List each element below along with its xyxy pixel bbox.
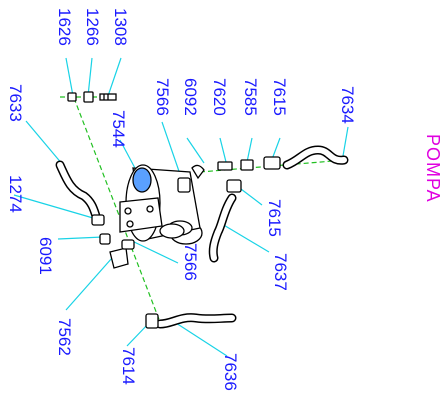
label-7614: 7614 (119, 347, 138, 385)
label-7615-right: 7615 (265, 199, 284, 237)
leader-7544 (119, 139, 137, 171)
leader-1274 (13, 194, 94, 219)
leader-7620 (219, 137, 227, 163)
leader-6091 (57, 236, 104, 240)
label-7636: 7636 (221, 353, 240, 391)
label-7544: 7544 (109, 110, 128, 148)
leader-7633 (25, 120, 64, 166)
label-7566-top: 7566 (153, 78, 172, 116)
leader-1308 (107, 57, 122, 97)
label-7634: 7634 (338, 86, 357, 124)
fitting-chain (177, 156, 281, 193)
label-7637: 7637 (271, 253, 290, 291)
label-1266: 1266 (83, 8, 102, 46)
label-7615-top: 7615 (270, 78, 289, 116)
pump-body (119, 164, 203, 245)
hose-7636-inner (157, 314, 235, 327)
label-7566-bottom: 7566 (181, 243, 200, 281)
leader-7585 (246, 137, 253, 163)
hose-7633-inner (57, 162, 99, 219)
leader-1266 (87, 57, 93, 97)
label-6091: 6091 (36, 237, 55, 275)
label-1626: 1626 (55, 8, 74, 46)
label-7585: 7585 (241, 78, 260, 116)
label-1274: 1274 (6, 175, 25, 213)
hose-7637-inner (210, 195, 235, 261)
label-7620: 7620 (210, 78, 229, 116)
diagram-title: POMPA (423, 134, 443, 203)
bolt-assembly (67, 91, 117, 103)
hose-7634-inner (284, 146, 347, 168)
label-7633: 7633 (6, 84, 25, 122)
leader-7566a (161, 121, 183, 181)
leader-1626 (65, 57, 74, 97)
label-7562: 7562 (55, 318, 74, 356)
leader-6092 (186, 137, 205, 164)
label-6092: 6092 (181, 78, 200, 116)
label-1308: 1308 (111, 8, 130, 46)
leader-7562 (65, 257, 113, 311)
leader-7637 (221, 223, 270, 253)
leader-7566b (129, 239, 179, 264)
leader-7636 (175, 322, 228, 357)
left-fittings (91, 214, 159, 329)
leader-7634 (342, 126, 349, 157)
